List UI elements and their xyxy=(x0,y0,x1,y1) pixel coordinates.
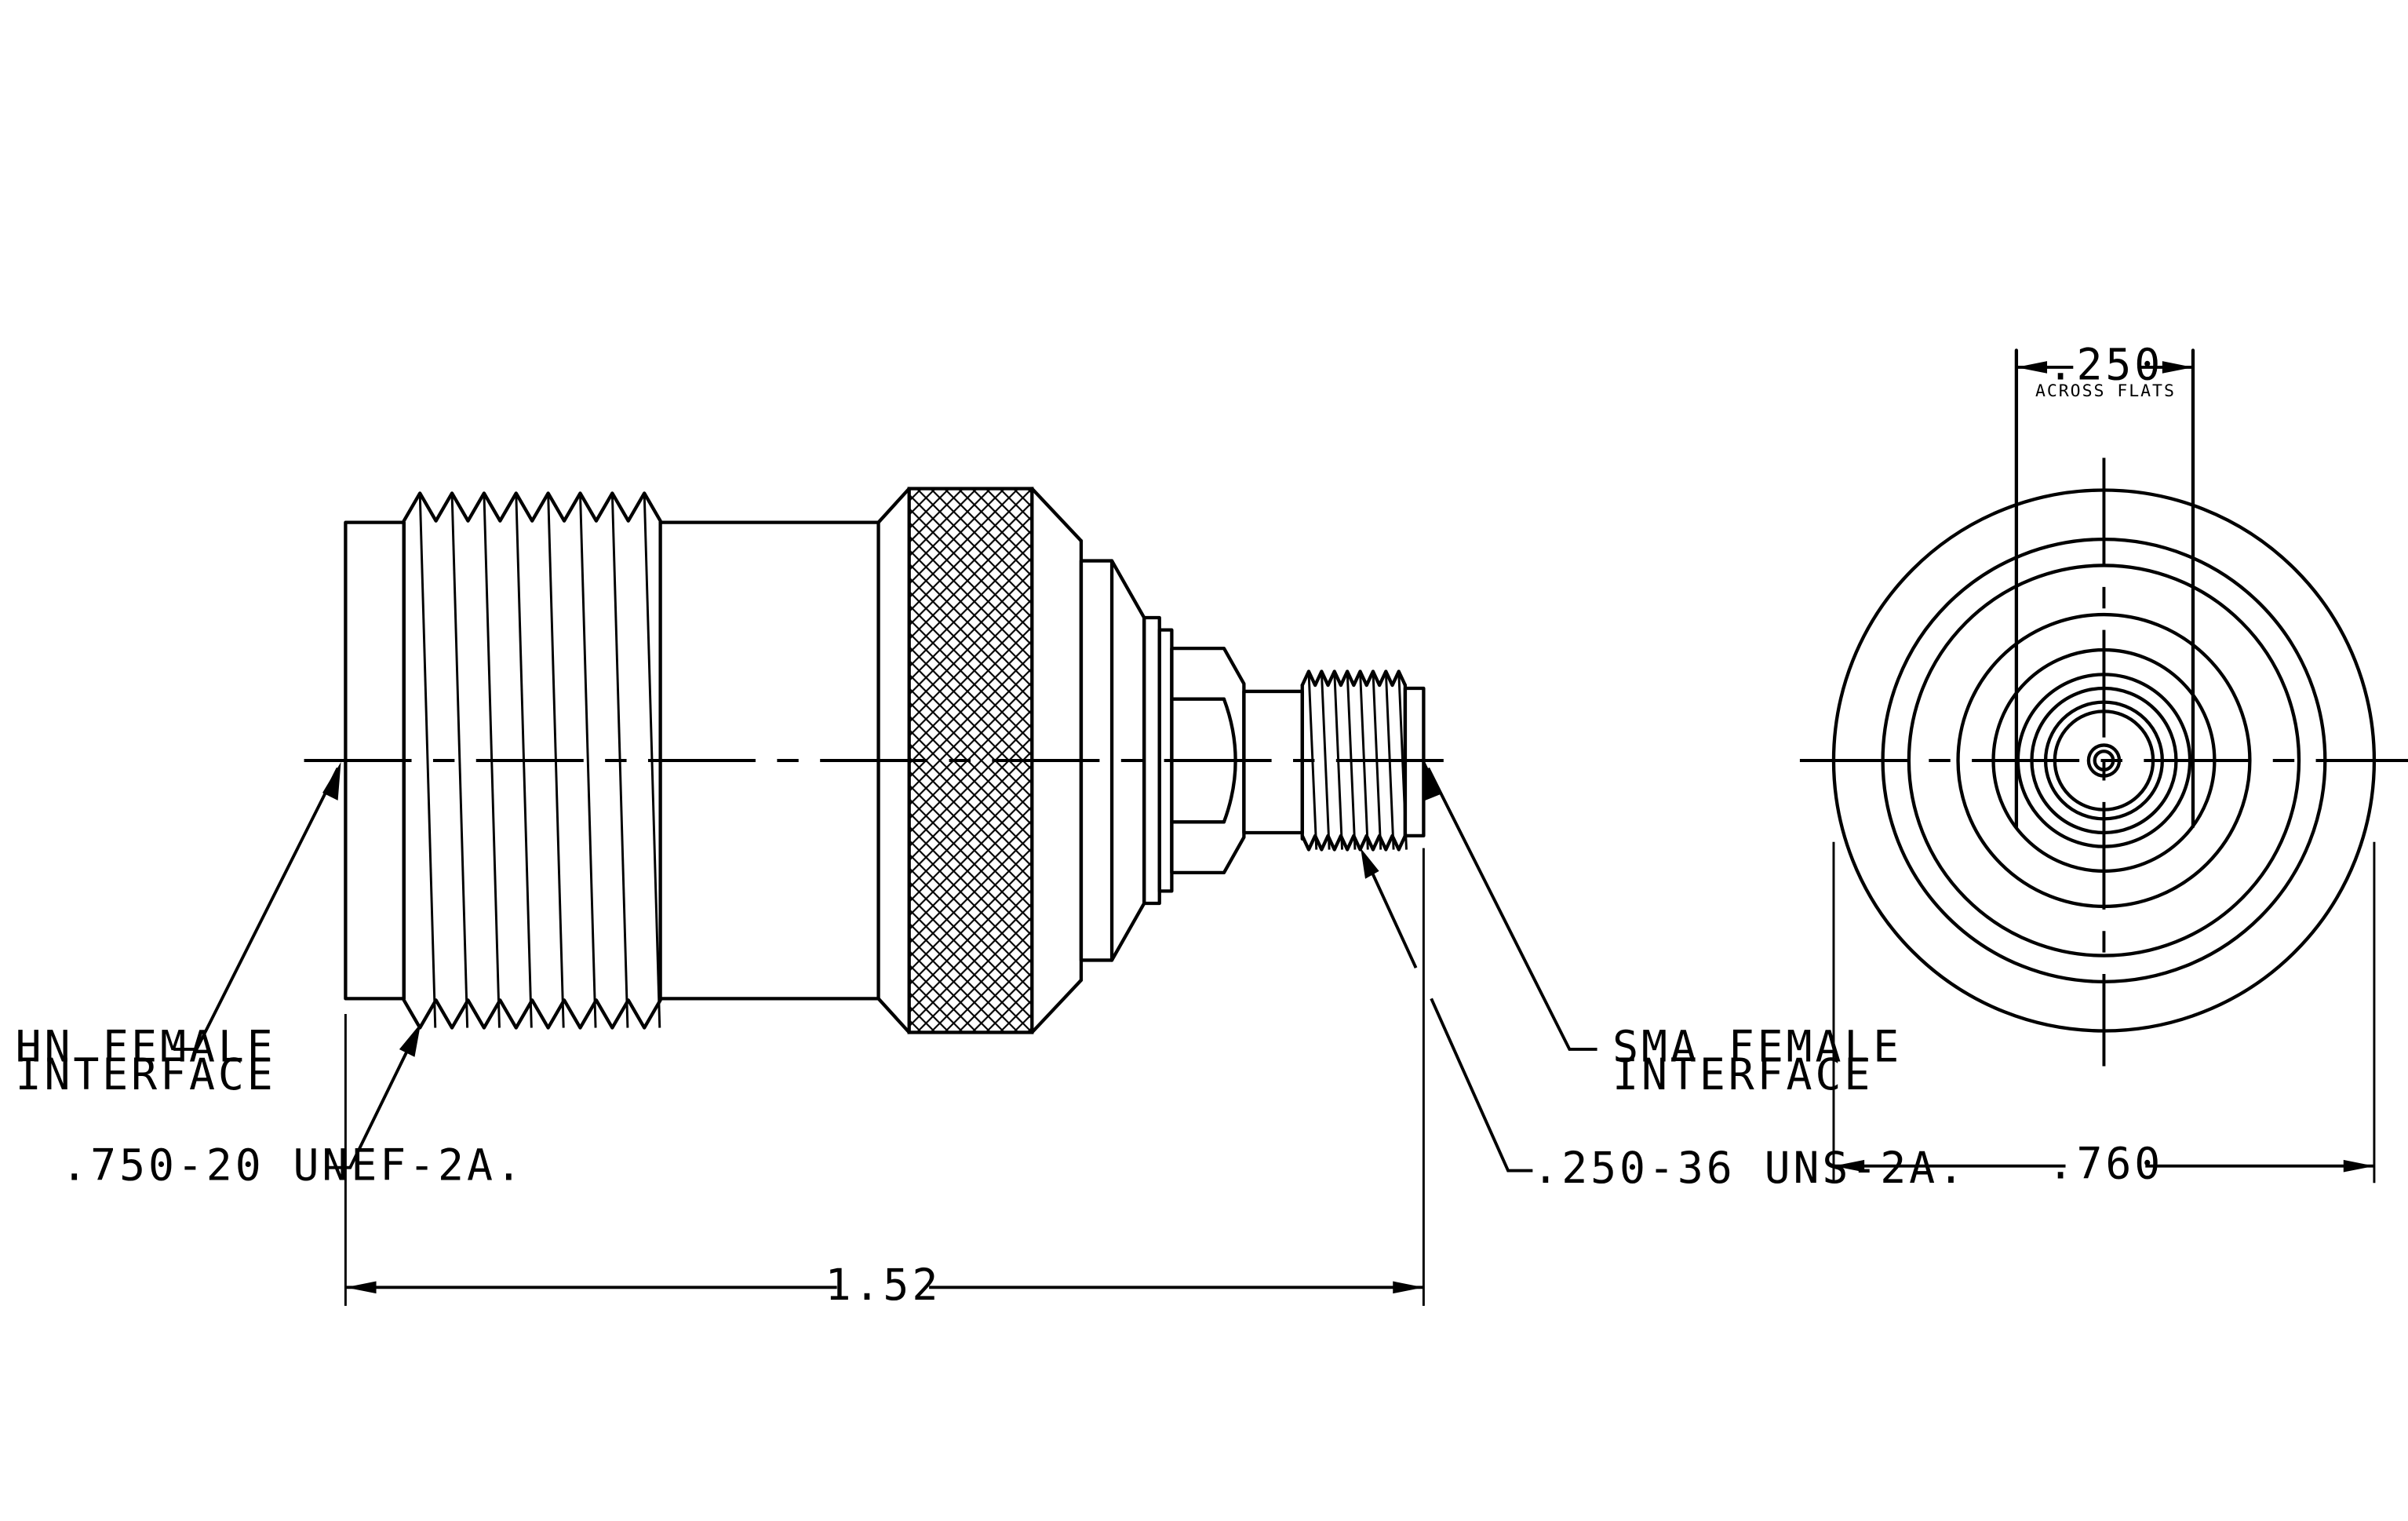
hn-thread-leader xyxy=(325,1023,421,1169)
sma-thread-leader xyxy=(1361,848,1533,1173)
sma-interface-leader xyxy=(1425,761,1597,1051)
hn-interface-leader xyxy=(173,761,341,1051)
sma-label-line2: INTERFACE xyxy=(1612,1049,1873,1100)
diameter-dimension xyxy=(1832,841,2376,1184)
overall-length-label: 1.52 xyxy=(825,1260,942,1310)
knurled-grip xyxy=(907,487,1034,1034)
flats-note: ACROSS FLATS xyxy=(2035,381,2176,401)
hn-label-line2: INTERFACE xyxy=(16,1049,276,1100)
hn-label-line1: HN FEMALE xyxy=(16,1022,276,1072)
end-view: .250 ACROSS FLATS .760 xyxy=(1799,340,2408,1188)
hn-thread-section xyxy=(402,491,662,1030)
transition-shoulder xyxy=(1030,487,1174,1034)
outer-diameter-label: .760 xyxy=(2048,1138,2164,1188)
sma-interface-face xyxy=(1403,686,1426,838)
hex-flats xyxy=(2014,348,2195,829)
sma-label-line1: SMA FEMALE xyxy=(1612,1022,1902,1072)
hn-body xyxy=(658,487,911,1034)
length-dimension xyxy=(344,848,1425,1306)
concentric-rings xyxy=(1831,488,2377,1033)
outer-diameter-value: .760 xyxy=(2048,1138,2164,1188)
hex-nut xyxy=(1170,646,1246,875)
side-view: HN FEMALE INTERFACE .750-20 UNEF-2A. SMA… xyxy=(16,487,1967,1310)
sma-thread-spec: .250-36 UNS-2A. xyxy=(1532,1143,1967,1193)
hn-thread-spec: .750-20 UNEF-2A. xyxy=(61,1140,524,1190)
flats-dimension: .250 xyxy=(2048,340,2164,390)
